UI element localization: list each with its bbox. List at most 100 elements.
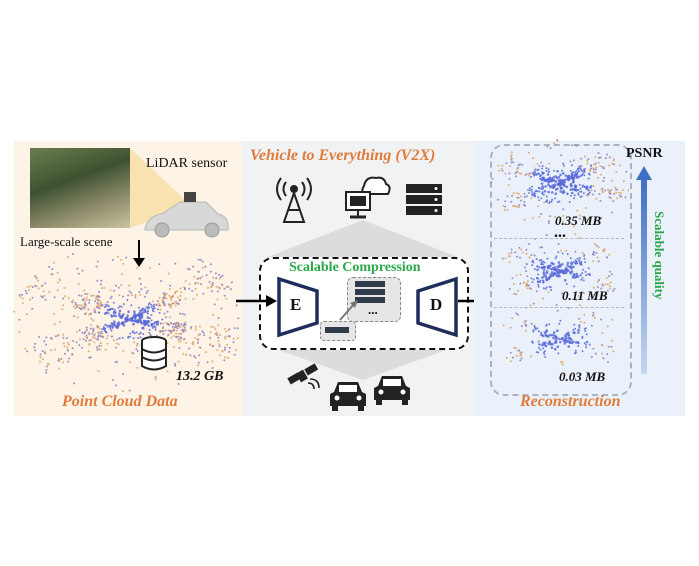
cloud-point — [121, 390, 124, 393]
cloud-point — [165, 297, 168, 300]
cloud-point — [545, 324, 548, 327]
cloud-point — [159, 330, 162, 333]
cloud-point — [201, 267, 204, 269]
cloud-point — [212, 344, 215, 347]
cloud-point — [98, 299, 101, 302]
cloud-point — [598, 156, 601, 159]
cloud-point — [166, 370, 169, 373]
cloud-point — [122, 295, 125, 298]
cloud-point — [88, 313, 91, 316]
cloud-point — [216, 331, 218, 334]
cloud-point — [543, 353, 546, 356]
cloud-point — [82, 338, 85, 341]
cloud-point — [113, 308, 116, 311]
cloud-point — [547, 291, 550, 293]
cloud-point — [138, 291, 141, 293]
cloud-point — [581, 350, 584, 353]
cloud-point — [147, 305, 150, 308]
cloud-point — [146, 312, 149, 315]
cloud-point — [590, 293, 593, 296]
cloud-point — [615, 171, 618, 173]
cloud-point — [542, 347, 544, 350]
cloud-point — [111, 307, 114, 310]
cloud-point — [82, 306, 85, 309]
cloud-point — [610, 339, 613, 342]
cloud-point — [592, 250, 595, 253]
cloud-point — [544, 274, 547, 278]
cloud-point — [57, 281, 60, 284]
cloud-point — [531, 281, 534, 284]
cloud-point — [56, 289, 59, 292]
cloud-point — [574, 327, 577, 330]
cloud-point — [577, 344, 580, 347]
cloud-point — [105, 305, 108, 308]
cloud-point — [18, 318, 21, 321]
cloud-point — [233, 353, 236, 356]
cloud-point — [155, 304, 158, 307]
cloud-point — [180, 291, 183, 294]
cloud-point — [105, 337, 108, 340]
cloud-point — [73, 382, 76, 385]
cloud-point — [603, 167, 605, 170]
cloud-point — [603, 248, 606, 251]
cloud-point — [557, 265, 560, 268]
cloud-point — [613, 163, 615, 166]
cloud-point — [610, 189, 613, 191]
cloud-point — [54, 335, 57, 338]
cloud-point — [215, 277, 218, 280]
cloud-point — [504, 257, 507, 260]
cloud-point — [541, 187, 544, 190]
cloud-point — [100, 344, 103, 347]
cloud-point — [538, 172, 541, 175]
cloud-point — [578, 257, 581, 259]
cloud-point — [557, 352, 560, 355]
cloud-point — [595, 166, 598, 169]
cloud-point — [518, 196, 521, 199]
cloud-point — [567, 333, 570, 337]
cloud-point — [37, 287, 40, 290]
cloud-point — [550, 191, 554, 194]
cloud-point — [541, 165, 544, 167]
cloud-point — [547, 181, 550, 184]
cloud-point — [198, 346, 201, 349]
v2x-title: Vehicle to Everything (V2X) — [250, 147, 436, 164]
cloud-point — [199, 325, 201, 328]
cloud-point — [217, 324, 220, 327]
cloud-point — [126, 319, 130, 322]
cloud-point — [512, 292, 515, 295]
cloud-point — [569, 160, 572, 163]
cloud-point — [171, 325, 174, 328]
cloud-point — [167, 272, 170, 275]
cloud-point — [112, 301, 115, 304]
cloud-point — [575, 272, 578, 276]
cloud-point — [562, 162, 565, 165]
cloud-point — [562, 208, 565, 211]
cloud-point — [100, 330, 103, 333]
cloud-point — [533, 172, 536, 175]
cloud-point — [587, 158, 590, 161]
cloud-point — [62, 304, 65, 307]
cloud-point — [148, 317, 151, 320]
cloud-point — [141, 326, 144, 330]
cloud-point — [129, 361, 132, 364]
cloud-point — [140, 288, 143, 291]
cloud-point — [178, 332, 181, 335]
cloud-point — [116, 338, 119, 341]
cloud-point — [101, 336, 104, 339]
psnr-label: PSNR — [626, 146, 663, 161]
cloud-point — [29, 298, 32, 301]
cloud-point — [603, 176, 606, 179]
cloud-point — [161, 330, 164, 333]
cloud-point — [106, 342, 109, 345]
cloud-point — [83, 300, 86, 303]
cloud-point — [531, 185, 533, 188]
cloud-point — [606, 256, 609, 259]
cloud-point — [21, 297, 24, 300]
cloud-point — [577, 294, 580, 297]
cloud-point — [67, 297, 70, 300]
cloud-point — [113, 320, 116, 323]
cloud-point — [590, 189, 593, 191]
cloud-point — [525, 195, 528, 198]
scene-label: Large-scale scene — [20, 234, 113, 249]
cloud-point — [35, 277, 38, 280]
